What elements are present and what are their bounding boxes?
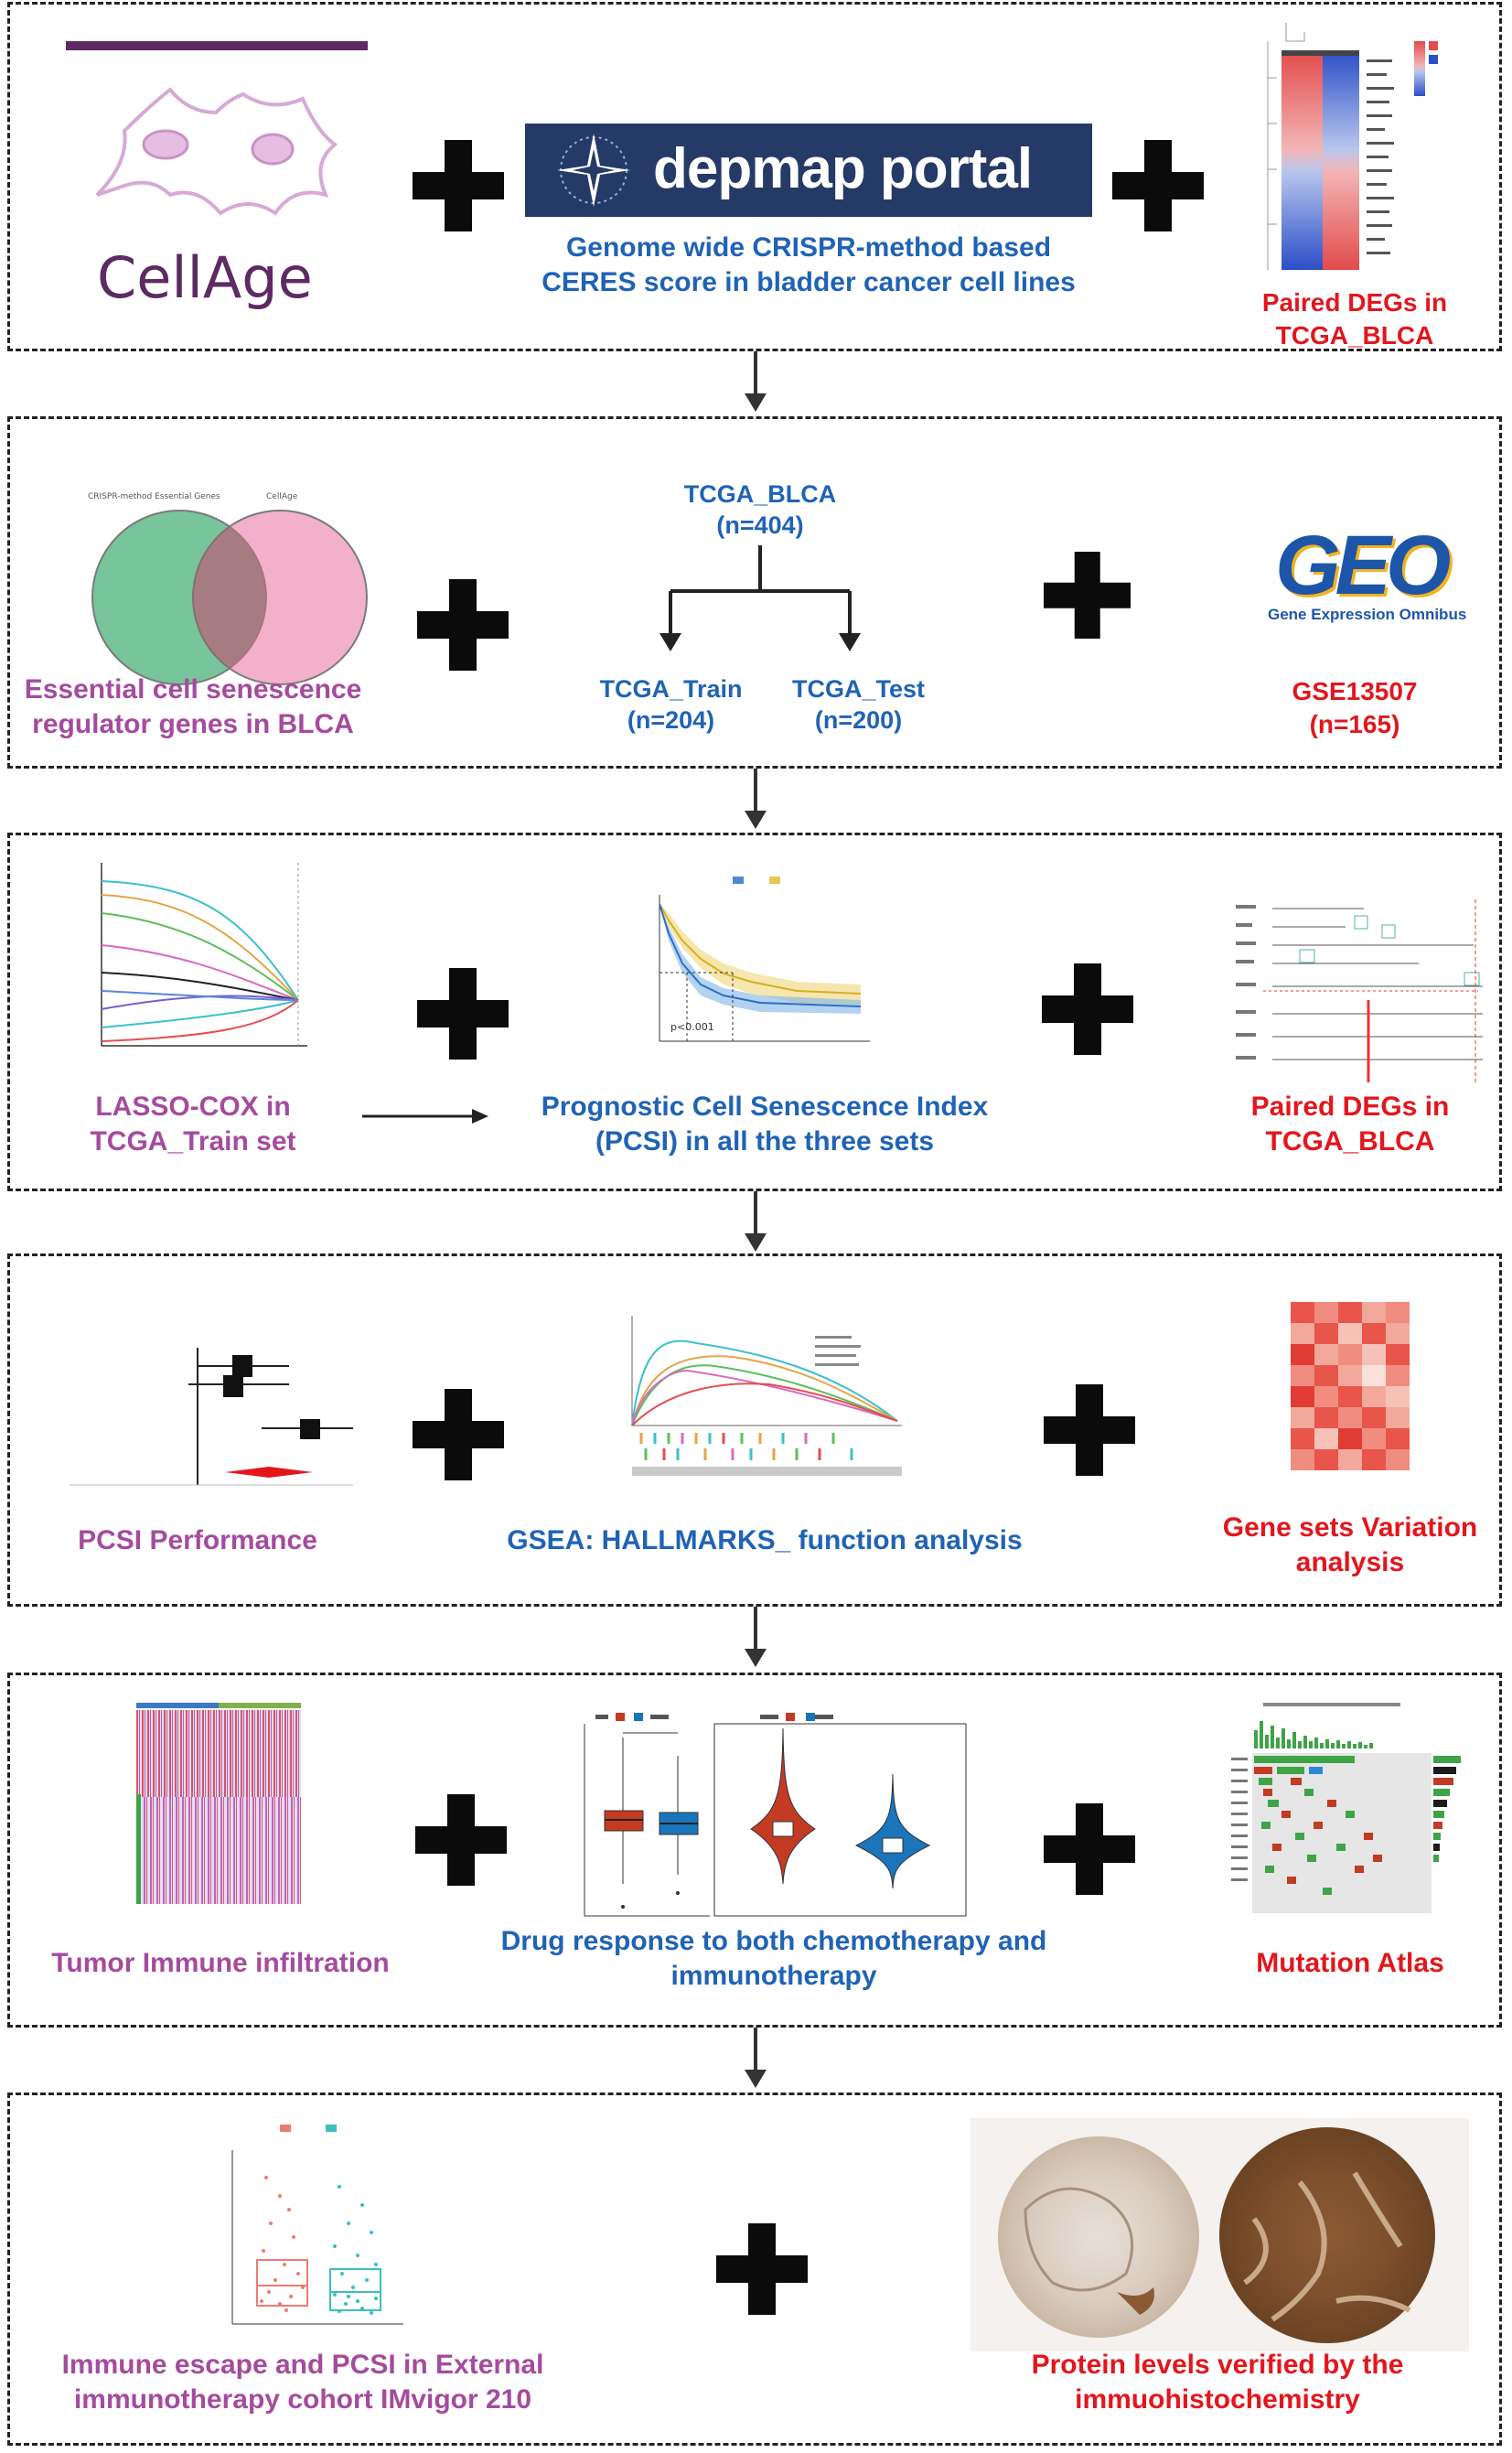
plus-icon [1042,963,1133,1055]
ihc-tissue-cores [998,2127,1435,2343]
cellage-logo-text: CellAge [97,244,313,311]
venn-caption: Essential cell senescence regulator gene… [24,674,362,739]
plus-icon [415,1794,507,1886]
geo-logo: GEO Gene Expression Omnibus [1249,519,1469,629]
ihc-image [970,2118,1469,2351]
flow-arrow [745,2028,767,2088]
depmap-logo-text: depmap portal [653,137,1033,200]
nomogram-thumbnail [1236,899,1483,1082]
panel-model-construction: LASSO-COX in TCGA_Train set p<0.001 Prog… [7,833,1502,1191]
geo-caption-n: (n=165) [1309,710,1400,738]
forest-caption: PCSI Performance [78,1525,317,1555]
drug-caption: Drug response to both chemotherapy and i… [500,1926,1047,1991]
panel-data-sources: CellAge depmap portal Genome wide CRISPR… [7,2,1502,351]
km-survival-thumbnail: p<0.001 [659,877,870,1042]
geo-logo-text: GEO [1275,519,1452,612]
split-arrows [659,545,861,651]
panel-gene-selection: CRISPR-method Essential Genes CellAge Es… [7,416,1502,769]
tree-root-label: TCGA_BLCA [683,480,837,508]
heatmap-caption: Paired DEGs in TCGA_BLCA [1261,288,1448,350]
venn-left-label: CRISPR-method Essential Genes [88,492,220,501]
flow-arrow [745,351,767,412]
immune-heatmap-thumbnail [136,1703,301,1904]
train-node: TCGA_Train (n=204) [577,673,765,736]
tree-root: TCGA_BLCA (n=404) [623,479,897,541]
plus-icon [413,140,504,231]
gsea-plot-thumbnail [631,1316,902,1476]
train-label: TCGA_Train [599,675,743,703]
panel-immune-drug-mutation: Tumor Immune infiltration Drug response … [7,1673,1502,2028]
ihc-caption: Protein levels verified by the immuohist… [1031,2350,1404,2415]
gsea-caption: GSEA: HALLMARKS_ function analysis [507,1525,1023,1555]
nomogram-caption: Paired DEGs in TCGA_BLCA [1250,1092,1450,1157]
plus-icon [417,968,509,1060]
panel-validation: Immune escape and PCSI in External immun… [7,2093,1502,2446]
panel-functional-analysis: PCSI Performance [7,1253,1502,1607]
depmap-logo: depmap portal [525,124,1092,217]
tree-root-n: (n=404) [716,511,804,539]
geo-caption: GSE13507 (n=165) [1245,675,1464,741]
forest-plot-thumbnail [70,1348,353,1486]
cellage-logo-bar [66,41,368,50]
plus-icon [1044,1384,1135,1476]
plus-icon [716,2223,808,2315]
plus-icon [1112,140,1204,231]
lasso-plot-thumbnail [101,863,307,1047]
immune-caption: Tumor Immune infiltration [51,1948,390,1978]
escape-caption: Immune escape and PCSI in External immun… [61,2350,544,2415]
cell-icon [95,87,338,216]
deg-heatmap-thumbnail [1267,23,1438,270]
venn-right-label: CellAge [266,492,298,501]
compass-icon [557,134,630,207]
cellage-logo: CellAge [60,41,371,316]
drug-response-thumbnail [584,1713,967,1917]
plus-icon [1044,1803,1135,1895]
geo-caption-id: GSE13507 [1292,677,1418,705]
flow-arrow [745,1191,767,1252]
plus-icon [417,579,509,671]
test-label: TCGA_Test [791,675,926,703]
gsva-heatmap-thumbnail [1291,1302,1410,1470]
mutation-caption: Mutation Atlas [1256,1948,1444,1978]
flow-arrow [745,1607,767,1667]
geo-logo-sub: Gene Expression Omnibus [1268,606,1467,623]
right-arrow [362,1109,488,1124]
km-caption: Prognostic Cell Senescence Index (PCSI) … [541,1092,989,1157]
mutation-oncoplot-thumbnail [1231,1703,1461,1913]
gsva-caption: Gene sets Variation analysis [1222,1512,1478,1577]
test-n: (n=200) [814,706,903,734]
depmap-caption: Genome wide CRISPR-method based CERES sc… [542,232,1076,297]
train-n: (n=204) [627,706,715,734]
venn-diagram [91,510,368,685]
immune-escape-boxplot-thumbnail [231,2125,403,2325]
test-node: TCGA_Test (n=200) [765,673,952,736]
plus-icon [1044,552,1131,639]
plus-icon [413,1389,504,1480]
lasso-caption: LASSO-COX in TCGA_Train set [90,1092,296,1157]
flow-arrow [745,769,767,829]
km-pvalue: p<0.001 [670,1021,714,1033]
